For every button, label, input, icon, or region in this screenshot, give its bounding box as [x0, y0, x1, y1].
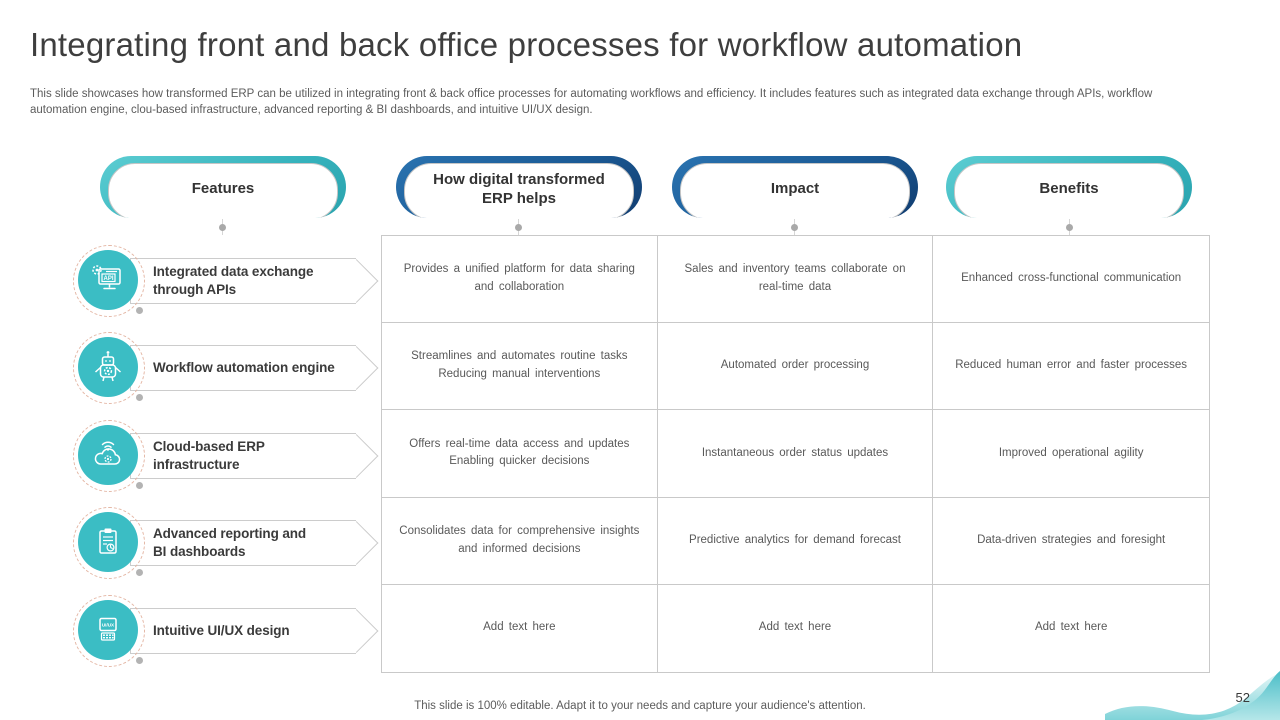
feature-dot — [136, 482, 143, 489]
connector-dot — [219, 224, 226, 231]
table-cell-r2c2: Automated order processing — [657, 323, 934, 411]
connector-dot — [1066, 224, 1073, 231]
header-pill-erp-helps: How digital transformed ERP helps — [396, 156, 642, 218]
connector-dot — [515, 224, 522, 231]
feature-dot — [136, 569, 143, 576]
feature-circle — [78, 425, 138, 485]
feature-label: Cloud-based ERP infrastructure — [153, 439, 265, 472]
feature-dot — [136, 307, 143, 314]
footer-note: This slide is 100% editable. Adapt it to… — [414, 700, 866, 712]
robot-icon — [94, 351, 122, 382]
uiux-keyboard-icon: UI/UX — [99, 617, 117, 641]
header-pill-features: Features — [100, 156, 346, 218]
feature-banner: Cloud-based ERP infrastructure — [130, 433, 356, 479]
table-cell-r3c1: Offers real-time data access and updates… — [382, 410, 658, 498]
feature-circle: API — [78, 250, 138, 310]
feature-item-api-exchange: Integrated data exchange through APIs AP… — [73, 244, 378, 317]
corner-wave-decoration — [1105, 671, 1280, 720]
header-pill-impact: Impact — [672, 156, 918, 218]
svg-text:UI/UX: UI/UX — [102, 623, 115, 628]
feature-ring — [73, 332, 145, 404]
svg-text:API: API — [103, 276, 113, 282]
header-pill-benefits-label: Benefits — [954, 163, 1184, 218]
page-number: 52 — [1235, 690, 1250, 705]
table-cell-r3c2: Instantaneous order status updates — [657, 410, 934, 498]
table-cell-r2c3: Reduced human error and faster processes — [933, 323, 1209, 411]
page-description: This slide showcases how transformed ERP… — [30, 88, 1153, 117]
feature-circle — [78, 512, 138, 572]
feature-item-reporting-bi: Advanced reporting and BI dashboards — [73, 506, 378, 579]
feature-banner: Intuitive UI/UX design — [130, 608, 356, 654]
feature-label: Integrated data exchange through APIs — [153, 264, 314, 297]
header-pill-features-label: Features — [108, 163, 338, 218]
content-table: Provides a unified platform for data sha… — [381, 235, 1210, 673]
report-clipboard-icon — [99, 528, 117, 554]
feature-banner: Workflow automation engine — [130, 345, 356, 391]
cloud-erp-icon — [94, 441, 121, 465]
page-title: Integrating front and back office proces… — [30, 26, 1023, 63]
table-cell-r3c3: Improved operational agility — [933, 410, 1209, 498]
feature-ring: UI/UX — [73, 595, 145, 667]
table-cell-r4c1: Consolidates data for comprehensive insi… — [382, 497, 658, 585]
table-cell-placeholder-r5c2[interactable]: Add text here — [658, 584, 934, 672]
feature-item-cloud-erp: Cloud-based ERP infrastructure — [73, 419, 378, 492]
table-cell-r4c3: Data-driven strategies and foresight — [933, 498, 1209, 585]
feature-dot — [136, 657, 143, 664]
connector-dot — [791, 224, 798, 231]
table-cell-r1c2: Sales and inventory teams collaborate on… — [657, 236, 934, 324]
table-cell-r1c3: Enhanced cross-functional communication — [933, 236, 1209, 324]
table-cell-r1c1: Provides a unified platform for data sha… — [382, 236, 658, 324]
feature-item-uiux-design: Intuitive UI/UX design UI/UX — [73, 594, 378, 667]
feature-label: Workflow automation engine — [153, 360, 335, 376]
header-pill-erp-helps-label: How digital transformed ERP helps — [404, 163, 634, 218]
feature-banner: Advanced reporting and BI dashboards — [130, 520, 356, 566]
table-cell-placeholder-r5c3[interactable]: Add text here — [1034, 621, 1108, 634]
feature-label: Advanced reporting and BI dashboards — [153, 526, 307, 559]
table-cell-r4c2: Predictive analytics for demand forecast — [657, 497, 934, 585]
feature-ring — [73, 507, 145, 579]
table-cell-placeholder-r5c1[interactable]: Add text here — [382, 584, 658, 672]
feature-banner: Integrated data exchange through APIs — [130, 258, 356, 304]
feature-dot — [136, 394, 143, 401]
header-pill-benefits: Benefits — [946, 156, 1192, 218]
feature-label: Intuitive UI/UX design — [153, 623, 290, 639]
table-cell-r2c1: Streamlines and automates routine tasks … — [382, 323, 658, 411]
feature-ring — [73, 420, 145, 492]
feature-ring: API — [73, 245, 145, 317]
feature-circle — [78, 337, 138, 397]
feature-circle: UI/UX — [78, 600, 138, 660]
api-monitor-icon: API — [92, 265, 121, 290]
header-pill-impact-label: Impact — [680, 163, 910, 218]
feature-item-workflow-engine: Workflow automation engine — [73, 331, 378, 404]
